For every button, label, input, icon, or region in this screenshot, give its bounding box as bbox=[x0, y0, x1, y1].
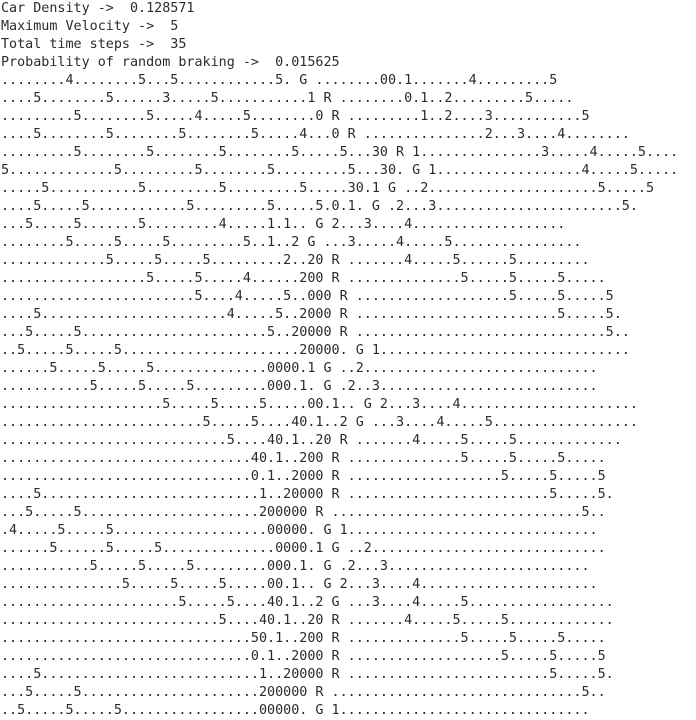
simulation-row: ......5......5.....5..............0000.1… bbox=[1, 541, 606, 556]
simulation-rows: ........4........5...5............5. G .… bbox=[0, 72, 696, 720]
simulation-row: ..................5.....5.....4......200… bbox=[1, 271, 606, 286]
simulation-row: ........4........5...5............5. G .… bbox=[1, 73, 558, 88]
simulation-row: ...............................50.1..200… bbox=[1, 631, 606, 646]
simulation-row: ...........................5....40.1..20… bbox=[1, 613, 614, 628]
simulation-row: ............................5....40.1..2… bbox=[1, 433, 622, 448]
simulation-row: .4.....5.....5...................00000. … bbox=[1, 523, 598, 538]
simulation-row: ....5.......................4.....5..200… bbox=[1, 307, 622, 322]
simulation-row: ....5.....5............5.........5.....5… bbox=[1, 199, 638, 214]
time-steps-line: Total time steps -> 35 bbox=[1, 37, 187, 52]
simulation-row: ...............5.....5.....5.....00.1.. … bbox=[1, 577, 598, 592]
simulation-row: ....5........5......3.....5...........1 … bbox=[1, 91, 574, 106]
simulation-row: ...5.....5.......................5..2000… bbox=[1, 325, 630, 340]
simulation-row: .....5...........5.........5.........5..… bbox=[1, 181, 655, 196]
simulation-row: ...5.....5......................200000 R… bbox=[1, 685, 606, 700]
simulation-row: ...............................0.1..2000… bbox=[1, 469, 606, 484]
simulation-row: ...........5.....5.....5.........000.1. … bbox=[1, 379, 598, 394]
simulation-row: ......5.....5.....5..............0000.1 … bbox=[1, 361, 598, 376]
simulation-row: ......................5.....5....40.1..2… bbox=[1, 595, 614, 610]
simulation-row: ....5........5........5........5.....4..… bbox=[1, 127, 630, 142]
simulation-row: .........5........5.....4.....5........0… bbox=[1, 109, 590, 124]
simulation-row: ...............................0.1..2000… bbox=[1, 649, 606, 664]
simulation-row: .............5.....5.....5.........2..20… bbox=[1, 253, 590, 268]
simulation-row: ....5...........................1..20000… bbox=[1, 667, 614, 682]
simulation-row: 5.............5.........5........5......… bbox=[1, 163, 679, 178]
simulation-row: ....5...........................1..20000… bbox=[1, 487, 614, 502]
car-density-line: Car Density -> 0.128571 bbox=[1, 1, 195, 16]
simulation-row: ....................5.....5.....5.....00… bbox=[1, 397, 638, 412]
simulation-row: ..5.....5.....5.................00000. G… bbox=[1, 703, 590, 718]
simulation-row: .........5........5........5........5...… bbox=[1, 145, 679, 160]
simulation-row: ..5.....5.....5......................200… bbox=[1, 343, 630, 358]
braking-probability-line: Probability of random braking -> 0.01562… bbox=[1, 55, 340, 70]
simulation-row: ...............................40.1..200… bbox=[1, 451, 606, 466]
simulation-row: ...........5.....5.....5.........000.1. … bbox=[1, 559, 590, 574]
simulation-row: ........................5....4.....5..00… bbox=[1, 289, 614, 304]
simulation-row: .........................5.....5....40.1… bbox=[1, 415, 638, 430]
simulation-row: ...5.....5......................200000 R… bbox=[1, 505, 606, 520]
max-velocity-line: Maximum Velocity -> 5 bbox=[1, 19, 179, 34]
simulation-row: ...5.....5.......5.........4.....1.1.. G… bbox=[1, 217, 566, 232]
simulation-row: ........5.....5.....5.........5..1..2 G … bbox=[1, 235, 582, 250]
